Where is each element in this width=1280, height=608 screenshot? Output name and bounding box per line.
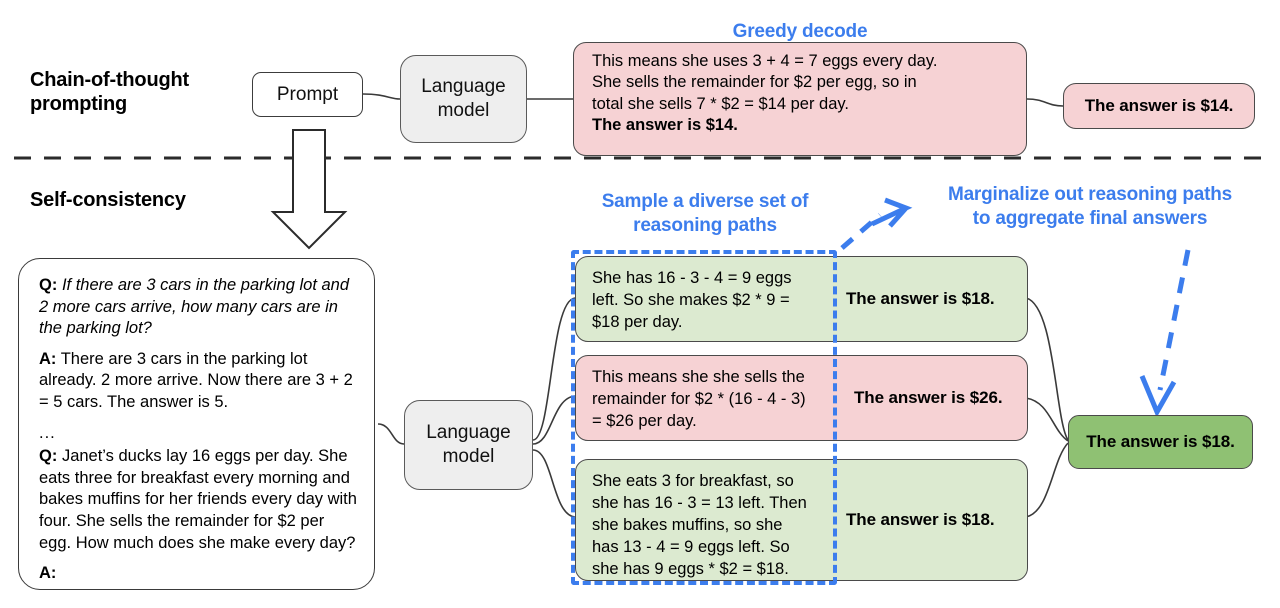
connector-model-to-path-1 xyxy=(532,297,576,441)
prompt-card-a2-tag: A: xyxy=(39,564,57,583)
prompt-card-q2-tag: Q: xyxy=(39,447,58,466)
greedy-output-line-3: total she sells 7 * $2 = $14 per day. xyxy=(592,94,849,113)
section-title-self-consistency: Self-consistency xyxy=(30,189,186,211)
prompt-card-a1-tag: A: xyxy=(39,349,57,368)
blue-short-arrowhead xyxy=(870,197,913,228)
reasoning-path-1-line-2: left. So she makes $2 * 9 = xyxy=(592,290,790,309)
language-model-label-bottom: Language model xyxy=(426,422,511,467)
prompt-card-ellipsis: ... xyxy=(39,423,56,442)
language-model-box-bottom[interactable]: Language model xyxy=(404,400,533,490)
reasoning-path-1-text: She has 16 - 3 - 4 = 9 eggs left. So she… xyxy=(592,268,842,334)
prompt-card-q1-text: If there are 3 cars in the parking lot a… xyxy=(39,276,350,338)
reasoning-path-box-1: She has 16 - 3 - 4 = 9 eggs left. So she… xyxy=(575,256,1028,342)
prompt-card-q2: Q: Janet’s ducks lay 16 eggs per day. Sh… xyxy=(39,446,357,554)
prompt-box-label: Prompt xyxy=(276,83,339,105)
reasoning-path-3-line-4: has 13 - 4 = 9 eggs left. So xyxy=(592,537,790,556)
greedy-decode-heading: Greedy decode xyxy=(732,21,868,42)
reasoning-path-box-3: She eats 3 for breakfast, so she has 16 … xyxy=(575,459,1028,581)
connector-path-1-to-final xyxy=(1025,297,1069,441)
prompt-card-q1-tag: Q: xyxy=(39,276,58,294)
reasoning-path-2-text: This means she she sells the remainder f… xyxy=(592,367,850,433)
reasoning-path-3-line-3: she bakes muffins, so she xyxy=(592,515,783,534)
reasoning-path-box-2: This means she she sells the remainder f… xyxy=(575,355,1028,441)
prompt-card-a2: A: xyxy=(39,563,357,585)
sampled-paths-dashed-group xyxy=(571,250,837,585)
reasoning-path-2-answer: The answer is $26. xyxy=(854,388,1003,407)
connector-model-to-path-2 xyxy=(532,395,576,445)
connector-path-3-to-final xyxy=(1025,442,1069,518)
blue-long-dashed-line xyxy=(1157,249,1191,391)
greedy-output-answer-line: The answer is $14. xyxy=(592,116,738,135)
blue-long-arrowhead xyxy=(1139,375,1177,418)
connector-path-2-to-final xyxy=(1025,397,1069,442)
section-title-chain-of-thought: Chain-of-thought prompting xyxy=(30,69,189,116)
reasoning-path-2-line-1: This means she she sells the xyxy=(592,368,805,386)
prompt-card-a1-text: There are 3 cars in the parking lot alre… xyxy=(39,349,353,412)
greedy-output-line-2: She sells the remainder for $2 per egg, … xyxy=(592,73,917,92)
greedy-final-answer-text: The answer is $14. xyxy=(1084,96,1234,115)
language-model-label-top: Language model xyxy=(421,76,506,121)
connector-card-to-model xyxy=(377,423,405,445)
reasoning-path-1-line-3: $18 per day. xyxy=(592,312,683,331)
reasoning-path-2-line-2: remainder for $2 * (16 - 4 - 3) xyxy=(592,389,806,408)
connector-model-to-path-3 xyxy=(532,449,576,518)
language-model-box-top[interactable]: Language model xyxy=(400,55,527,143)
reasoning-path-3-text: She eats 3 for breakfast, so she has 16 … xyxy=(592,471,842,581)
connector-output-to-answer xyxy=(1026,98,1064,107)
prompt-box[interactable]: Prompt xyxy=(252,72,363,117)
reasoning-path-1-answer: The answer is $18. xyxy=(846,289,995,308)
reasoning-path-3-line-1: She eats 3 for breakfast, so xyxy=(592,472,794,490)
prompt-card-q2-text: Janet’s ducks lay 16 eggs per day. She e… xyxy=(39,447,357,552)
aggregated-answer-box: The answer is $18. xyxy=(1068,415,1253,469)
prompt-card-q1: Q: If there are 3 cars in the parking lo… xyxy=(39,275,357,340)
reasoning-path-3-line-2: she has 16 - 3 = 13 left. Then xyxy=(592,493,807,512)
prompt-card-a1: A: There are 3 cars in the parking lot a… xyxy=(39,349,357,414)
aggregated-answer-text: The answer is $18. xyxy=(1086,432,1235,451)
reasoning-path-1-line-1: She has 16 - 3 - 4 = 9 eggs xyxy=(592,269,792,287)
greedy-output-line-1: This means she uses 3 + 4 = 7 eggs every… xyxy=(592,52,938,70)
connector-prompt-to-model xyxy=(362,93,401,100)
reasoning-path-3-answer: The answer is $18. xyxy=(846,510,995,529)
reasoning-path-3-line-5: she has 9 eggs * $2 = $18. xyxy=(592,559,789,578)
marginalize-heading: Marginalize out reasoning paths to aggre… xyxy=(947,184,1233,229)
greedy-output-box: This means she uses 3 + 4 = 7 eggs every… xyxy=(573,42,1027,156)
greedy-final-answer-box: The answer is $14. xyxy=(1063,83,1255,129)
few-shot-prompt-card[interactable]: Q: If there are 3 cars in the parking lo… xyxy=(18,258,375,590)
sample-paths-heading: Sample a diverse set of reasoning paths xyxy=(601,191,809,236)
reasoning-path-2-line-3: = $26 per day. xyxy=(592,411,697,430)
big-down-arrow xyxy=(270,129,348,250)
